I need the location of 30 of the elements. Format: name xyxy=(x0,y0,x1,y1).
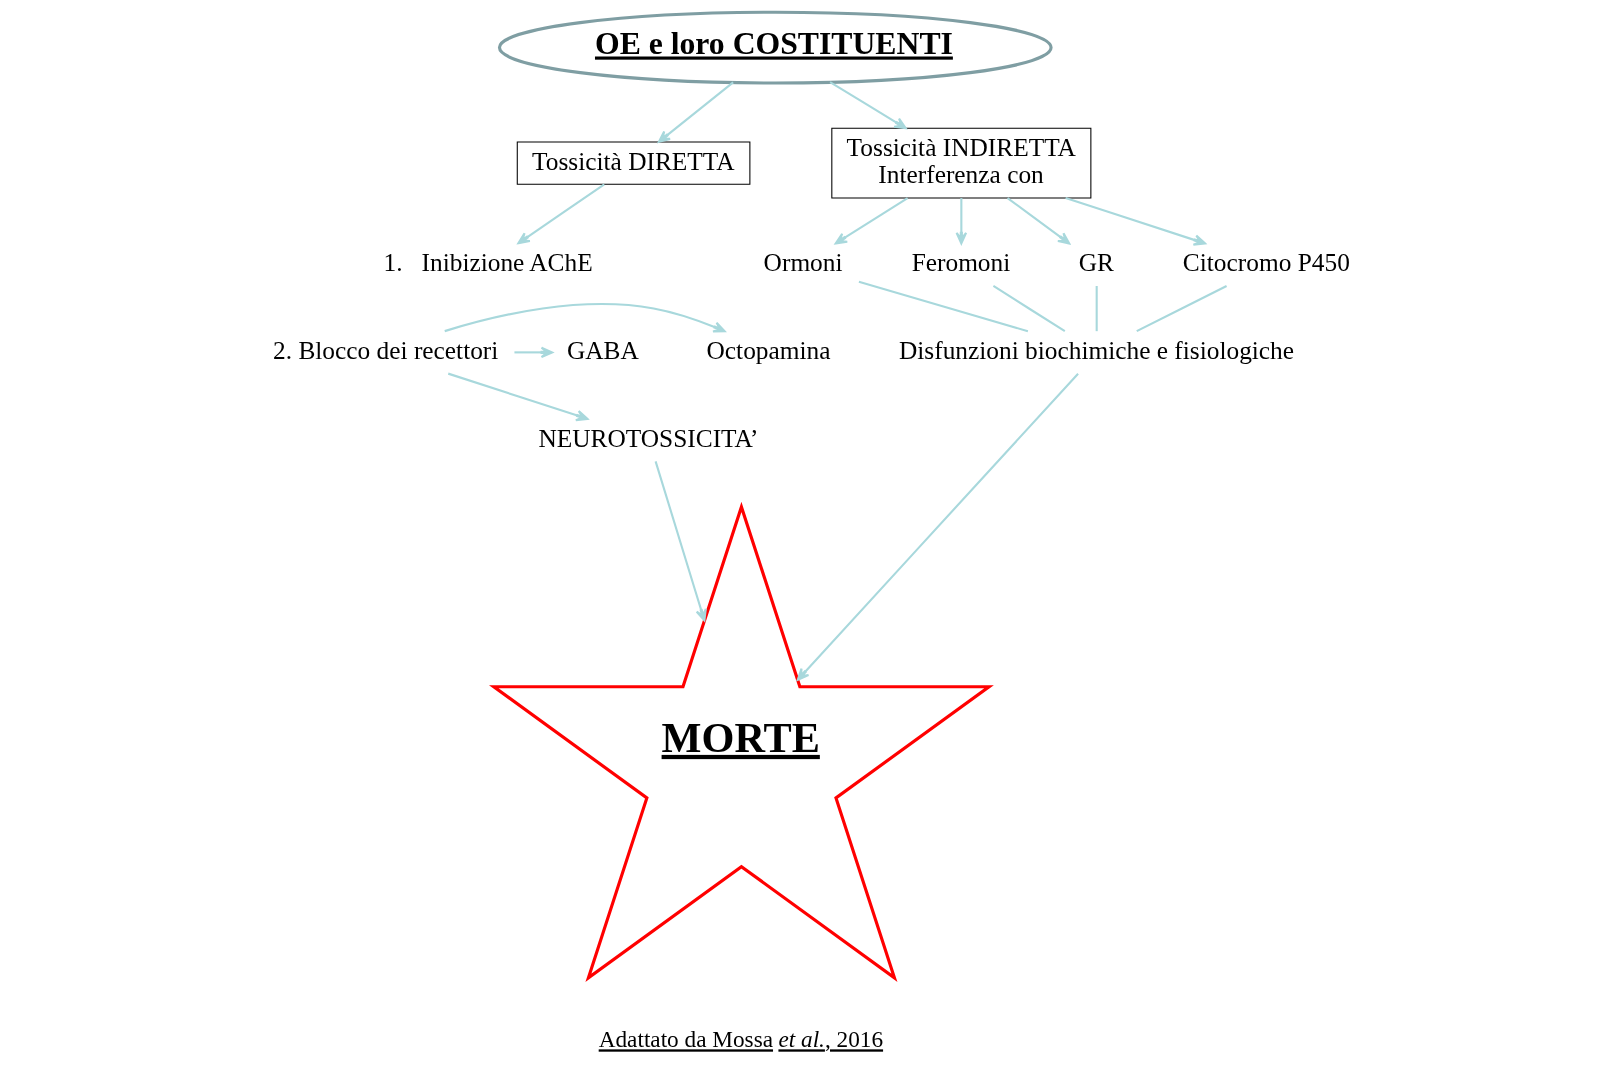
node-text: Feromoni xyxy=(911,248,1011,277)
arrow xyxy=(657,81,734,143)
arrow xyxy=(654,461,707,622)
connector xyxy=(858,280,1029,333)
arrow xyxy=(955,198,968,245)
node-box: Tossicità DIRETTA xyxy=(516,141,751,185)
arrow xyxy=(1065,197,1206,246)
node-text: 1. Inibizione AChE xyxy=(383,248,593,277)
node-text: Citocromo P450 xyxy=(1182,248,1350,277)
arrow xyxy=(796,373,1079,681)
arrow xyxy=(447,372,589,422)
node-text: Disfunzioni biochimiche e fisiologiche xyxy=(898,335,1295,364)
connector xyxy=(992,285,1066,333)
label: Adattato da Mossa et al., 2016 xyxy=(598,1026,884,1053)
arrow xyxy=(834,197,909,245)
node-text: 2. Blocco dei recettori xyxy=(273,335,499,364)
connector xyxy=(1095,285,1098,332)
arrow xyxy=(1006,197,1071,245)
node-text: GABA xyxy=(566,335,639,364)
connector xyxy=(1136,285,1228,333)
arrow xyxy=(444,303,726,333)
node-box: Tossicità INDIRETTA Interferenza con xyxy=(831,127,1092,199)
node-text: Octopamina xyxy=(706,335,831,364)
node-text: GR xyxy=(1078,248,1114,277)
arrow xyxy=(514,346,554,359)
node-ellipse: OE e loro COSTITUENTI xyxy=(497,10,1053,85)
arrow xyxy=(517,183,605,245)
node-text: Ormoni xyxy=(763,248,843,277)
arrow xyxy=(829,81,907,130)
node-text: NEUROTOSSICITA’ xyxy=(538,423,759,452)
